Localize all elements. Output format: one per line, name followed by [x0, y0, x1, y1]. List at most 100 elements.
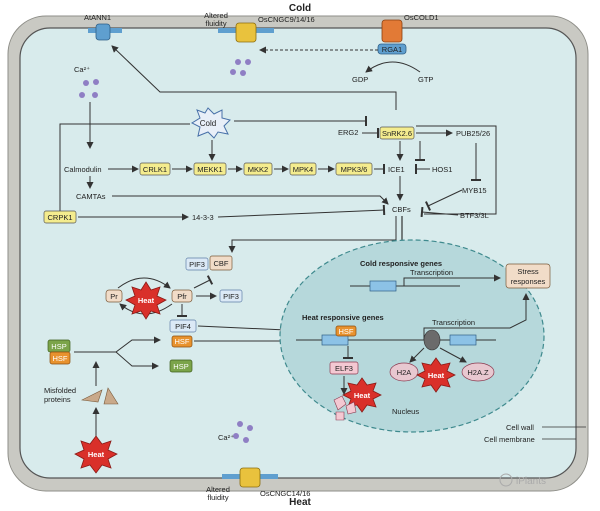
erg2-label: ERG2: [338, 128, 358, 137]
altered-fluidity-bottom-2: fluidity: [207, 493, 229, 502]
pif3b-label: PIF3: [223, 292, 239, 301]
pif4-label: PIF4: [175, 322, 191, 331]
oscngc-top-label: OsCNGC9/14/16: [258, 15, 315, 24]
heat-h2-label: Heat: [428, 371, 445, 380]
misfolded-protein-shape: [80, 389, 103, 403]
heat-bottom-label: Heat: [88, 450, 105, 459]
ice1-label: ICE1: [388, 165, 405, 174]
btf3-label: BTF3/3L: [460, 211, 489, 220]
stress-box: [505, 263, 551, 289]
mpk4-box: [289, 162, 317, 176]
heat-h2-burst-icon: [416, 357, 456, 393]
pif3b-box: [219, 289, 243, 303]
nucleus: [279, 239, 545, 433]
oscngc-bottom-label: OsCNGC14/16: [260, 489, 310, 498]
nucleus-label: Nucleus: [392, 407, 419, 416]
heat-genes-label: Heat responsive genes: [302, 313, 384, 322]
gtp-label: GTP: [418, 75, 433, 84]
cold-title: Cold: [289, 3, 311, 14]
hsf-nucleus-box: [335, 325, 357, 337]
pfr-box: [171, 289, 193, 303]
h2a-label: H2A: [397, 368, 412, 377]
stress-label-1: Stress: [517, 267, 539, 276]
cold-genes-label: Cold responsive genes: [360, 259, 442, 268]
ca-dots-bottom: [233, 421, 253, 443]
mekk1-label: MEKK1: [197, 165, 222, 174]
misfolded-protein-shape-2: [103, 387, 119, 405]
oscngc-bottom-channel: [222, 467, 278, 488]
cold-gene-box: [369, 280, 397, 292]
p1433-label: 14-3-3: [192, 213, 214, 222]
cbf-box: [209, 255, 233, 271]
pif4-box: [169, 319, 197, 333]
crpk1-label: CRPK1: [47, 213, 72, 222]
pub-label: PUB25/26: [456, 129, 490, 138]
h2az-node: [461, 362, 495, 382]
mpk36-box: [335, 162, 373, 176]
calmodulin-label: Calmodulin: [64, 165, 102, 174]
transcription-1-label: Transcription: [410, 268, 453, 277]
elf3-label: ELF3: [335, 364, 353, 373]
transcription-2-label: Transcription: [432, 318, 475, 327]
misfolded-label-1: Misfolded: [44, 386, 76, 395]
watermark-icon: [499, 473, 513, 487]
cold-burst-icon: [190, 107, 231, 139]
heat-burst-icon: [125, 281, 167, 320]
heat-nucleus-label: Heat: [354, 391, 371, 400]
heat-title: Heat: [289, 497, 311, 508]
mkk2-box: [243, 162, 273, 176]
h2a-node: [389, 362, 419, 382]
altered-fluidity-bottom-1: Altered: [206, 485, 230, 494]
altered-fluidity-top-1: Altered: [204, 11, 228, 20]
cbf-label: CBF: [214, 259, 229, 268]
watermark-label: iPlants: [516, 476, 546, 487]
heat-burst-label: Heat: [138, 296, 155, 305]
pif3-box: [185, 257, 209, 271]
hos1-label: HOS1: [432, 165, 452, 174]
oscngc-top-channel: [218, 22, 274, 43]
snrk-box: [379, 126, 415, 140]
hsp2-label: HSP: [173, 362, 188, 371]
mpk4-label: MPK4: [293, 165, 313, 174]
gdp-label: GDP: [352, 75, 368, 84]
cold-burst-label: Cold: [200, 119, 216, 128]
atann1-channel: [88, 23, 122, 41]
myb15-label: MYB15: [462, 186, 487, 195]
oscold1-label: OsCOLD1: [404, 13, 439, 22]
misfolded-label-2: proteins: [44, 395, 71, 404]
pif3-label: PIF3: [189, 260, 205, 269]
atann1-label: AtANN1: [84, 13, 111, 22]
crlk1-box: [139, 162, 171, 176]
mekk1-box: [193, 162, 227, 176]
heat-gene-box: [321, 334, 349, 346]
pr-label: Pr: [110, 292, 118, 301]
oscold1-channel: [377, 19, 407, 55]
crlk1-label: CRLK1: [143, 165, 167, 174]
h2az-label: H2A.Z: [467, 368, 489, 377]
cbfs-label: CBFs: [392, 205, 411, 214]
rga1-label: RGA1: [382, 45, 402, 54]
stress-label-2: responses: [511, 277, 546, 286]
snrk-label: SnRK2.6: [382, 129, 412, 138]
elf3-box: [329, 361, 359, 375]
hsf-nucleus-label: HSF: [339, 327, 354, 336]
heat-bottom-burst-icon: [74, 435, 118, 474]
hsf-box: [49, 351, 71, 365]
nucleosome-icon: [423, 329, 441, 351]
ca-label-bottom: Ca²⁺: [218, 433, 234, 442]
heat-gene-box-2: [449, 334, 477, 346]
mpk36-label: MPK3/6: [341, 165, 368, 174]
camtas-label: CAMTAs: [76, 192, 106, 201]
mkk2-label: MKK2: [248, 165, 268, 174]
hsp2-box: [169, 359, 193, 373]
hsp-label: HSP: [51, 342, 66, 351]
hsf-small-box: [171, 335, 193, 348]
crpk1-box: [43, 210, 77, 224]
ca-label-top: Ca²⁺: [74, 65, 90, 74]
cell-membrane-label: Cell membrane: [484, 435, 535, 444]
pfr-label: Pfr: [177, 292, 187, 301]
pr-box: [105, 289, 123, 303]
hsf-small-label: HSF: [175, 337, 190, 346]
cell-wall-label: Cell wall: [506, 423, 534, 432]
